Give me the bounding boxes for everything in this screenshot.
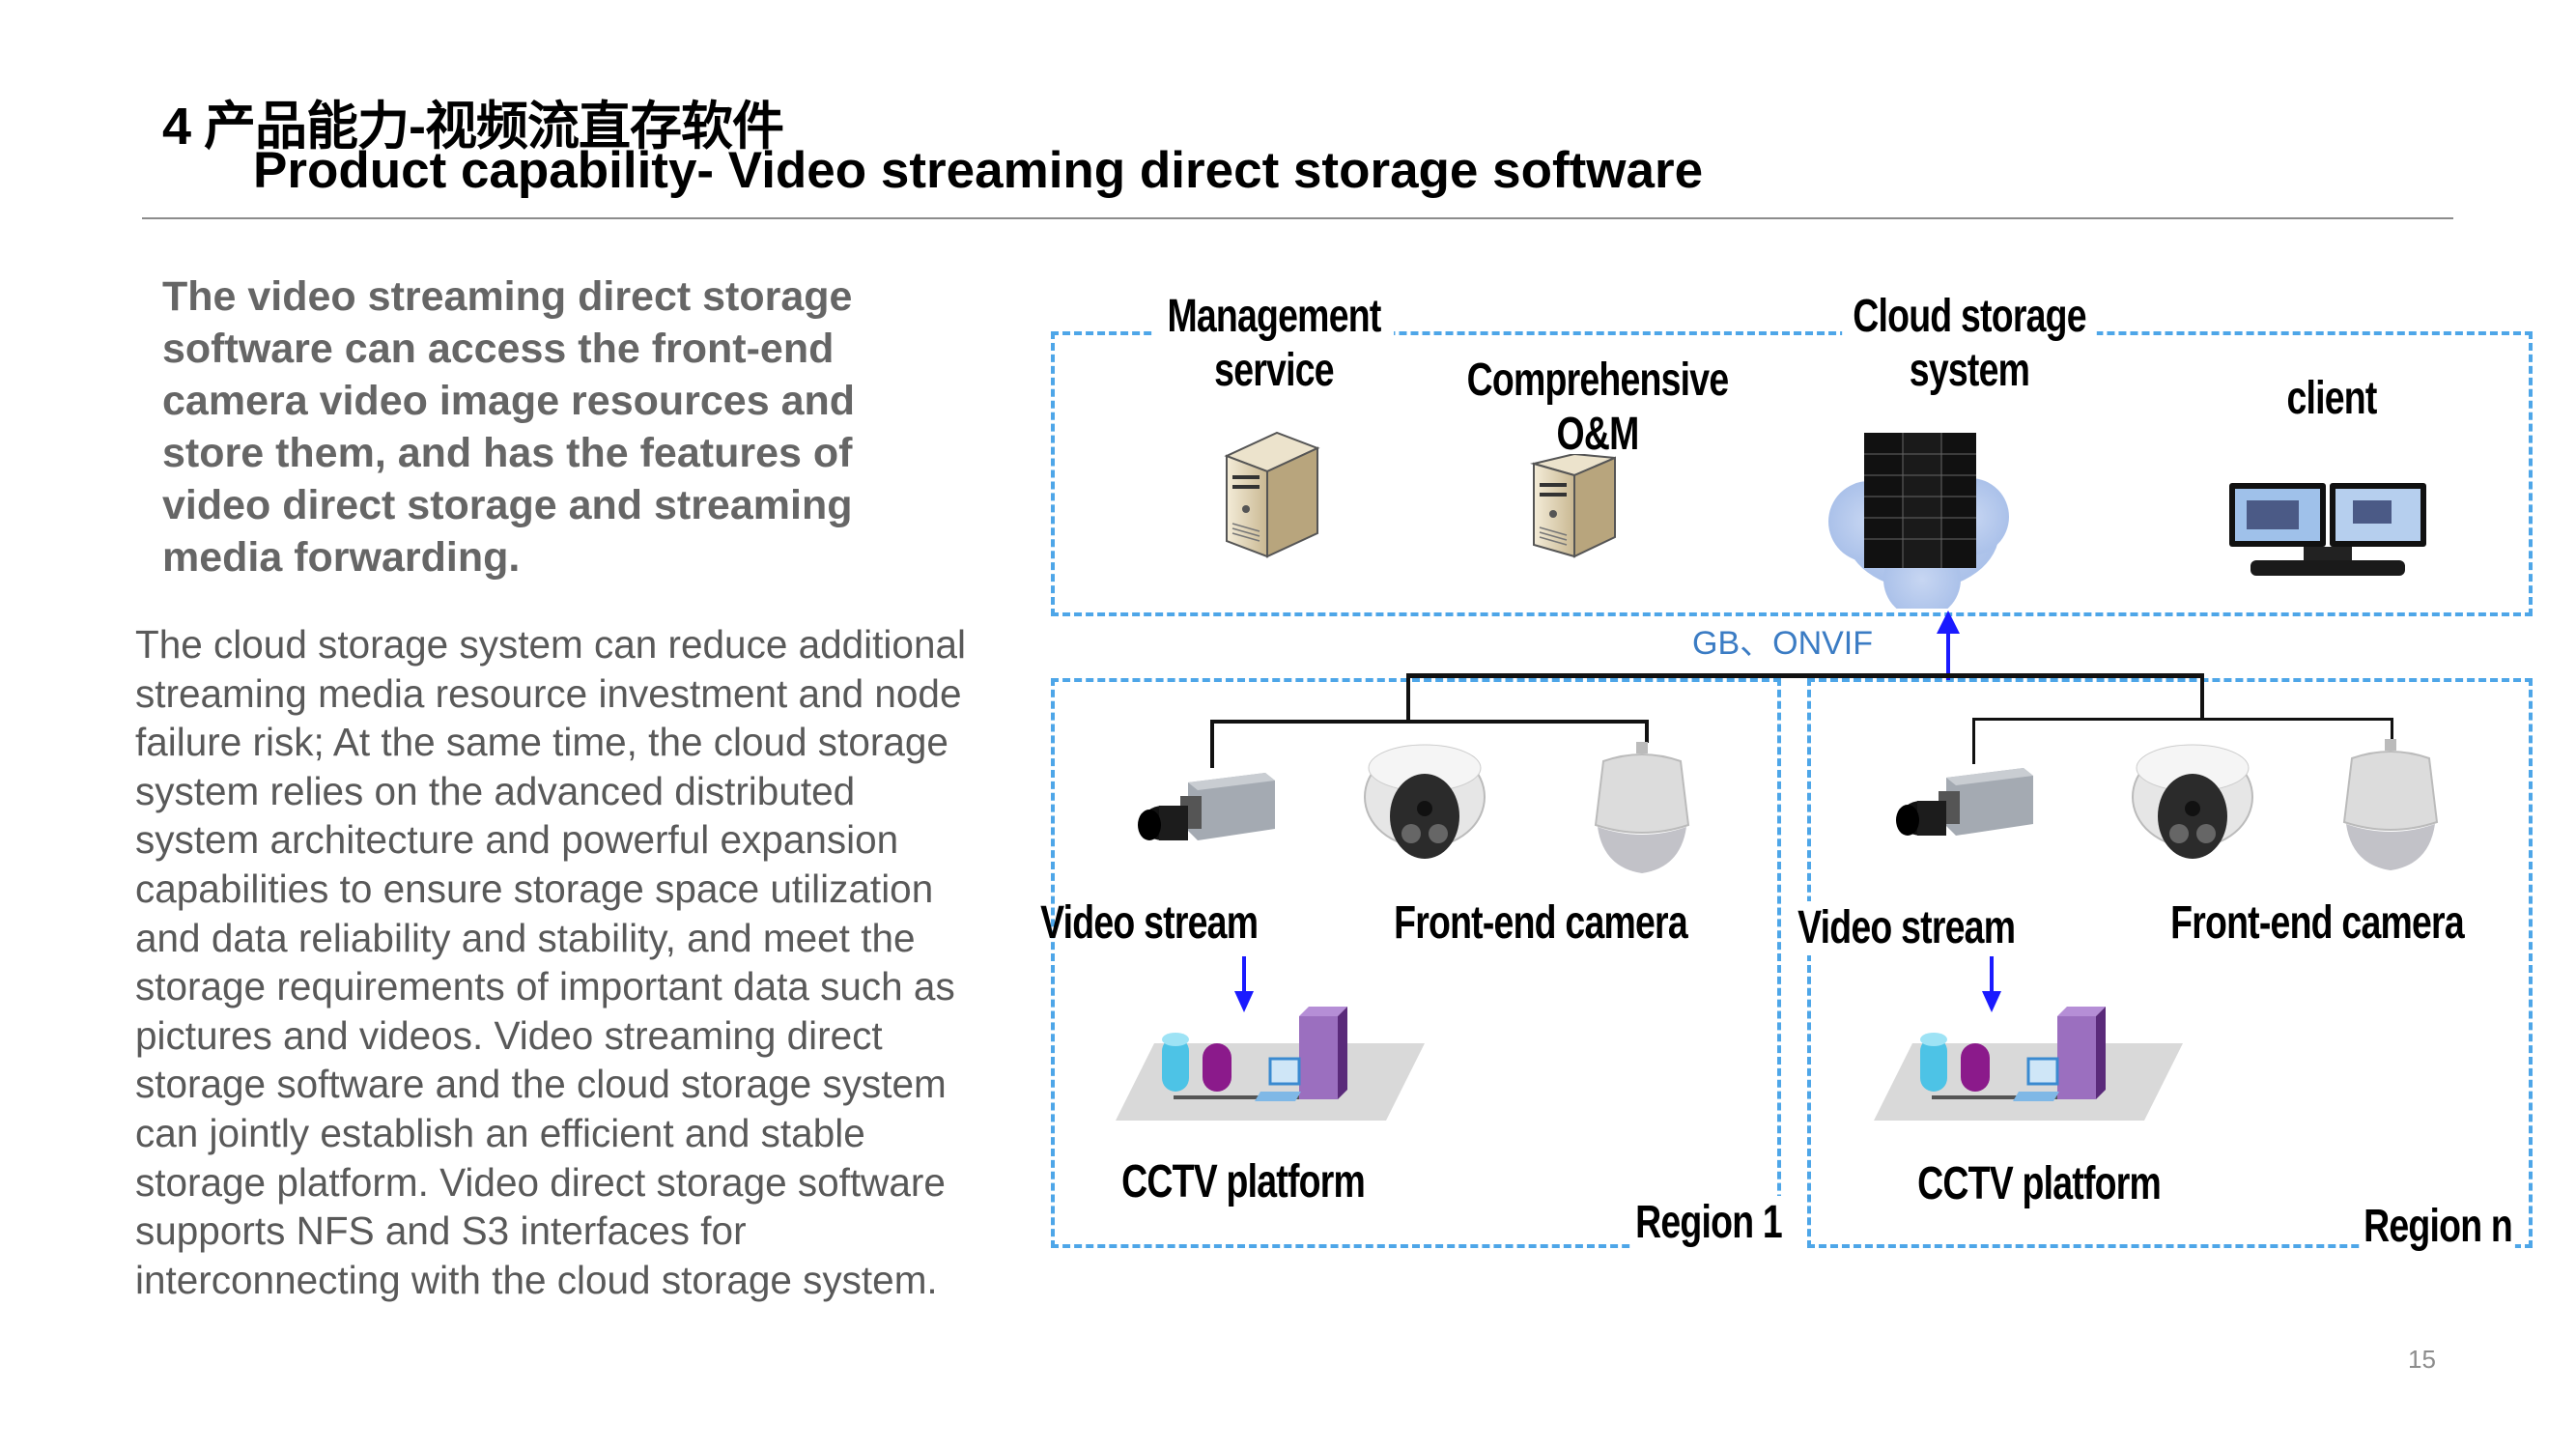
region-1-drop: [1406, 673, 1410, 722]
region-n-name-label: Region n: [2361, 1200, 2516, 1254]
header-divider: [142, 217, 2453, 219]
region-1-platform-label: CCTV platform: [1121, 1156, 1366, 1208]
region-n-front-end-camera-label: Front-end camera: [2167, 896, 2467, 951]
cctv-platform-icon: [1874, 1007, 2183, 1121]
platform-group-box: [1051, 331, 2533, 616]
upload-arrow-icon: [1937, 611, 1960, 680]
region-n-video-stream-label: Video stream: [1795, 901, 2019, 955]
region-1-bus-left: [1210, 720, 1214, 768]
body-line: and data reliability and stability, and …: [135, 915, 916, 960]
region-n-bus-right: [2391, 718, 2393, 741]
trunk-connector: [1406, 673, 2204, 678]
cctv-platform-icon: [1116, 1007, 1425, 1121]
om-server-icon: [1530, 454, 1616, 558]
management-server-icon: [1224, 431, 1320, 558]
protocol-label: GB、ONVIF: [1692, 625, 1874, 662]
body-line: streaming media resource investment and …: [135, 670, 962, 716]
lead-paragraph: The video streaming direct storage softw…: [162, 270, 935, 583]
lead-line: video direct storage and streaming: [162, 482, 853, 528]
client-workstation-icon: [2229, 483, 2426, 576]
label-line: Cloud storage: [1853, 291, 2086, 342]
label-line: Management: [1167, 291, 1381, 342]
region-1-front-end-camera-label: Front-end camera: [1394, 897, 1688, 949]
region-n-camera-bus: [1972, 718, 2393, 721]
lead-line: The video streaming direct storage: [162, 273, 853, 320]
body-line: failure risk; At the same time, the clou…: [135, 720, 948, 765]
lead-line: store them, and has the features of: [162, 430, 853, 476]
cloud-storage-label: Cloud storage system: [1842, 290, 2097, 398]
region-1-down-arrow-icon: [1234, 956, 1254, 1012]
region-1-camera-bus: [1210, 720, 1649, 724]
cloud-storage-icon: [1828, 433, 2009, 609]
slide-title-english: Product capability- Video streaming dire…: [253, 142, 1704, 199]
dome-camera-icon: [2132, 744, 2253, 859]
region-1-name-label: Region 1: [1632, 1196, 1786, 1250]
ptz-camera-icon: [1594, 742, 1690, 873]
ptz-camera-icon: [2342, 739, 2439, 870]
body-line: system relies on the advanced distribute…: [135, 768, 856, 813]
region-1-video-stream-label: Video stream: [1040, 897, 1259, 949]
client-label: client: [2260, 372, 2403, 426]
comprehensive-om-label: Comprehensive O&M: [1444, 354, 1751, 462]
body-paragraph: The cloud storage system can reduce addi…: [135, 620, 1033, 1304]
body-line: system architecture and powerful expansi…: [135, 817, 899, 863]
body-line: pictures and videos. Video streaming dir…: [135, 1012, 883, 1058]
body-line: capabilities to ensure storage space uti…: [135, 866, 934, 911]
lead-line: camera video image resources and: [162, 378, 856, 424]
label-line: O&M: [1556, 409, 1639, 460]
region-n-drop: [2200, 673, 2204, 718]
region-1-bus-right: [1645, 720, 1649, 743]
box-camera-icon: [1896, 768, 2033, 836]
body-line: storage software and the cloud storage s…: [135, 1062, 947, 1107]
dome-camera-icon: [1364, 744, 1486, 859]
region-n-platform-label: CCTV platform: [1917, 1158, 2162, 1209]
box-camera-icon: [1138, 773, 1275, 840]
region-n-down-arrow-icon: [1982, 956, 2001, 1012]
region-1-box: [1051, 678, 1781, 1248]
label-line: system: [1909, 345, 2030, 396]
label-line: Comprehensive: [1466, 355, 1730, 406]
body-line: storage platform. Video direct storage s…: [135, 1159, 946, 1205]
slide-title-chinese: 4 产品能力-视频流直存软件: [162, 98, 784, 156]
region-n-box: [1807, 678, 2533, 1248]
body-line: can jointly establish an efficient and s…: [135, 1110, 865, 1155]
label-line: service: [1214, 345, 1334, 396]
region-n-bus-left: [1972, 718, 1975, 764]
lead-line: media forwarding.: [162, 534, 521, 581]
body-line: The cloud storage system can reduce addi…: [135, 622, 966, 667]
body-line: supports NFS and S3 interfaces for: [135, 1208, 747, 1254]
management-service-label: Management service: [1153, 290, 1395, 398]
lead-line: software can access the front-end: [162, 326, 835, 372]
body-line: interconnecting with the cloud storage s…: [135, 1257, 938, 1302]
body-line: storage requirements of important data s…: [135, 964, 955, 1009]
page-number: 15: [2408, 1345, 2436, 1374]
